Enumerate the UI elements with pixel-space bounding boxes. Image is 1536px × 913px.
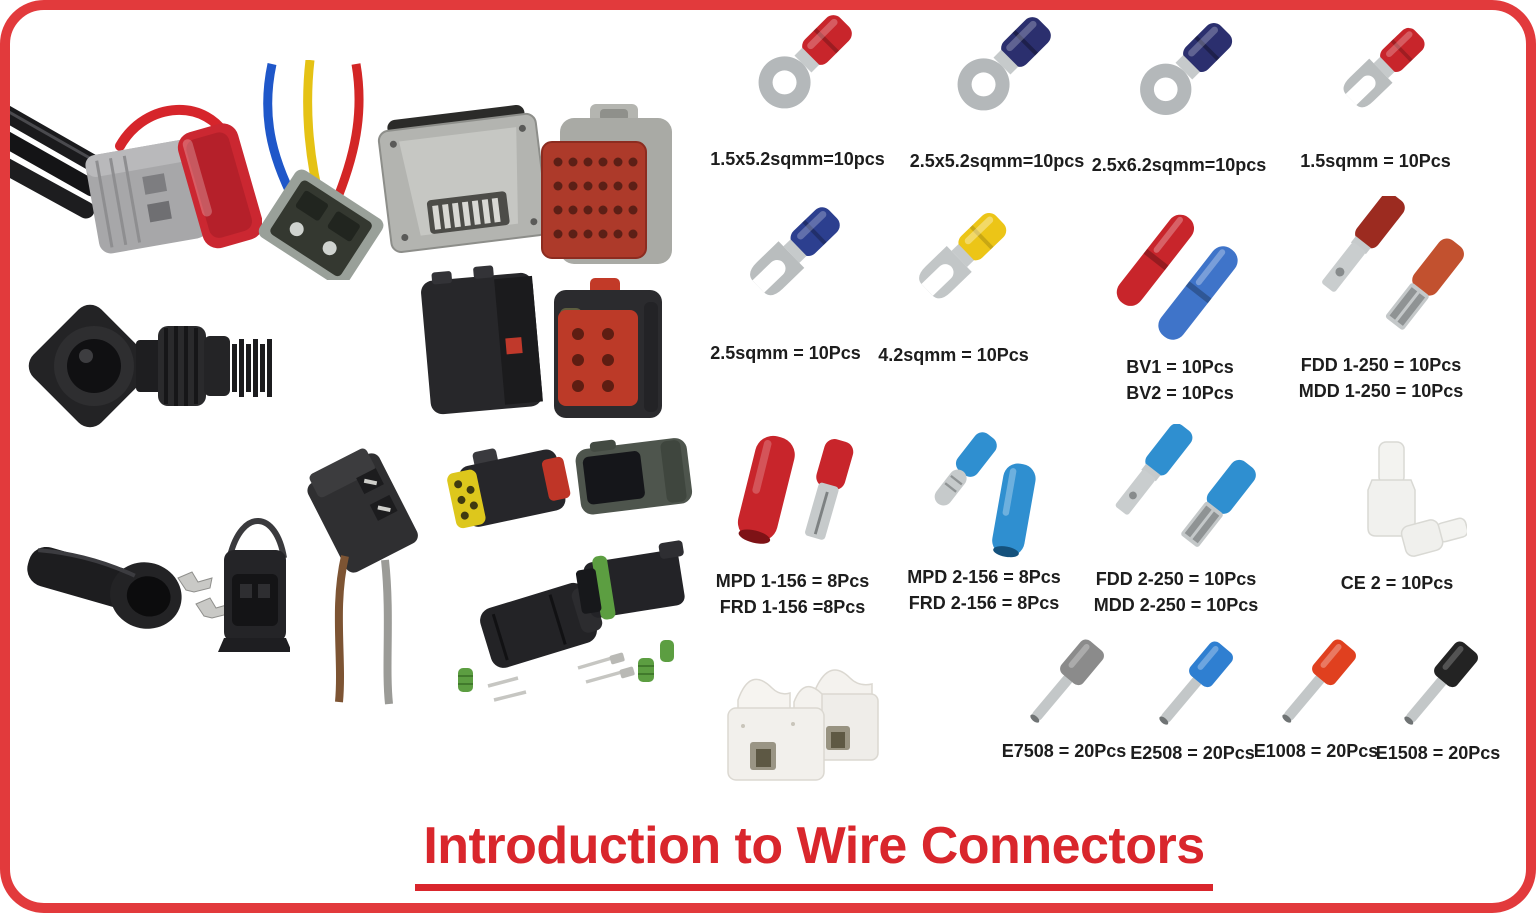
round-panel-mount-connector-photo [28,304,272,428]
ecu-connector-gray-photo [377,104,550,253]
battery-quick-connector-photo [0,101,262,254]
terminal-label: E1508 = 20Pcs [1375,743,1501,763]
bullet-terminals-red-icon [737,435,853,544]
butt-connectors-icon [1116,214,1238,340]
spade-terminals-blue-icon [1115,424,1256,547]
terminal-label: 4.2sqmm = 10Pcs [878,345,1029,365]
ferrule-red-icon [1282,639,1356,723]
bulb-socket-with-wires-photo [258,60,384,280]
grid-cell-fork-blue: 2.5sqmm = 10Pcs [703,198,868,366]
grid-cell-ferrule-blue: E2508 = 20Pcs [1130,636,1255,766]
spade-terminals-red-icon [1322,196,1464,330]
grid-cell-spades-blue: FDD 2-250 = 10Pcs MDD 2-250 = 10Pcs [1086,424,1266,618]
terminal-label: FRD 2-156 = 8Pcs [908,593,1060,613]
terminal-label: MDD 1-250 = 10Pcs [1298,381,1464,401]
ring-terminal-blue-icon [957,17,1051,111]
terminal-label: E1008 = 20Pcs [1253,741,1379,761]
grid-cell-spades-red: FDD 1-250 = 10Pcs MDD 1-250 = 10Pcs [1282,196,1480,404]
terminal-label: 2.5x5.2sqmm=10pcs [909,151,1085,171]
terminal-label: FRD 1-156 =8Pcs [719,597,866,617]
terminal-label: E7508 = 20Pcs [1001,741,1127,761]
ring-terminal-red-icon [758,15,852,109]
grid-cell-butt-connectors: BV1 = 10Pcs BV2 = 10Pcs [1090,198,1270,406]
ferrule-black-icon [1404,641,1478,725]
quick-wire-terminal-block-icon [727,669,879,781]
grid-cell-ferrule-black: E1508 = 20Pcs [1374,636,1502,766]
grid-cell-bullets-red: MPD 1-156 = 8Pcs FRD 1-156 =8Pcs [700,424,885,620]
grid-cell-ferrule-gray: E7508 = 20Pcs [998,634,1130,764]
closed-end-caps-icon [1367,441,1467,557]
grid-cell-ferrule-red: E1008 = 20Pcs [1252,634,1380,764]
ring-terminal-blue-icon [1140,22,1233,115]
terminal-label: FDD 1-250 = 10Pcs [1300,355,1462,375]
ferrule-blue-icon [1158,641,1233,725]
black-connector-pair-photo [421,265,662,418]
terminal-label: BV2 = 10Pcs [1126,383,1234,403]
terminal-label: MPD 1-156 = 8Pcs [715,571,870,591]
weatherproof-connector-kit-photo [447,438,693,702]
ferrule-gray-icon [1030,639,1104,723]
grid-cell-bullets-blue: MPD 2-156 = 8Pcs FRD 2-156 = 8Pcs [900,428,1068,616]
grid-cell-ring-blue-2: 2.5x6.2sqmm=10pcs [1088,16,1270,178]
grid-cell-closed-end-caps: CE 2 = 10Pcs [1312,434,1482,596]
terminal-label: MDD 2-250 = 10Pcs [1093,595,1259,615]
fork-terminal-yellow-icon [918,212,1006,299]
terminal-label: 2.5sqmm = 10Pcs [710,343,861,363]
terminal-label: 1.5x5.2sqmm=10pcs [710,149,885,169]
fork-terminal-blue-icon [749,207,840,296]
terminal-label: FDD 2-250 = 10Pcs [1095,569,1257,589]
pigtail-socket-photo [307,448,418,705]
grid-cell-terminal-block [698,626,893,784]
terminal-label: E2508 = 20Pcs [1130,743,1255,763]
page-title: Introduction to Wire Connectors [415,816,1213,891]
terminal-label: 2.5x6.2sqmm=10pcs [1091,155,1267,175]
injector-connector-kit-photo [27,518,290,652]
grid-cell-ring-blue-1: 2.5x5.2sqmm=10pcs [903,10,1091,174]
terminal-label: 1.5sqmm = 10Pcs [1300,151,1451,171]
terminal-label: MPD 2-156 = 8Pcs [907,567,1061,587]
fork-terminal-red-icon [1343,27,1425,108]
grid-cell-ring-red: 1.5x5.2sqmm=10pcs [700,8,895,172]
title-section: Introduction to Wire Connectors [0,816,1536,891]
bullet-terminals-blue-icon [934,432,1036,558]
ecu-connector-red-photo [541,104,672,264]
terminal-label: BV1 = 10Pcs [1126,357,1234,377]
grid-cell-fork-red: 1.5sqmm = 10Pcs [1288,20,1463,174]
grid-cell-fork-yellow: 4.2sqmm = 10Pcs [876,204,1031,368]
terminal-label: CE 2 = 10Pcs [1340,573,1454,593]
